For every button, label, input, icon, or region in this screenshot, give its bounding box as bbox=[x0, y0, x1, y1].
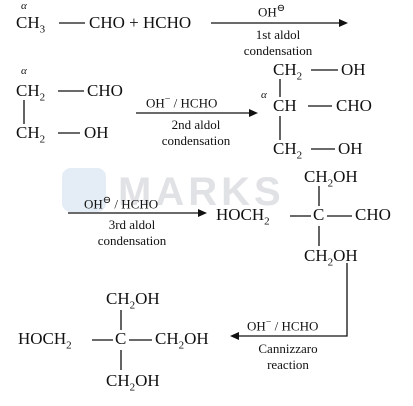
step3-top-oh: OH bbox=[333, 167, 358, 186]
step3-caption-line1: 3rd aldol bbox=[108, 217, 156, 232]
step1-caption: 1st aldol condensation bbox=[226, 27, 330, 59]
step4-center-c: C bbox=[115, 329, 127, 348]
step2-product-mid-cho: CHO bbox=[336, 96, 372, 115]
step3-top-ch2oh: CH2OH bbox=[304, 168, 358, 189]
step1-caption-line2: condensation bbox=[243, 43, 313, 58]
step3-left-sub: 2 bbox=[264, 215, 270, 228]
step3-bottom-ch: CH bbox=[304, 246, 328, 265]
watermark-text: MARKS bbox=[118, 170, 285, 214]
step3-top-sub: 2 bbox=[327, 177, 334, 190]
step2-bottom-ch: CH bbox=[16, 123, 40, 142]
step3-bottom-oh: OH bbox=[333, 246, 358, 265]
step1-caption-line1: 1st aldol bbox=[255, 27, 301, 42]
step2-caption: 2nd aldol condensation bbox=[144, 117, 248, 149]
step3-reagent-oh: OH bbox=[84, 196, 103, 212]
step3-top-ch: CH bbox=[304, 167, 328, 186]
step2-alpha-label: α bbox=[21, 65, 27, 77]
step1-ch3: CH3 bbox=[16, 14, 45, 35]
step2-product-bottom-ch2: CH2 bbox=[273, 140, 302, 161]
step2-bottom-oh: OH bbox=[84, 123, 109, 142]
step4-reagent: OH− / HCHO bbox=[247, 317, 319, 334]
step2-bottom-sub: 2 bbox=[39, 133, 46, 146]
step4-caption-line1: Cannizzaro bbox=[258, 341, 318, 356]
step2-arrowhead bbox=[249, 109, 258, 117]
step4-top-oh: OH bbox=[135, 289, 160, 308]
step2-product-top-sub: 2 bbox=[296, 70, 303, 83]
step2-reagent-oh: OH bbox=[146, 95, 165, 111]
step3-center-c: C bbox=[313, 205, 325, 224]
step2-product-mid-ch: CH bbox=[273, 96, 297, 115]
step2-product-bottom-ch: CH bbox=[273, 139, 297, 158]
step1-reagent-oh: OH bbox=[258, 4, 277, 20]
step2-caption-line2: condensation bbox=[161, 133, 231, 148]
step2-top-ch2: CH2 bbox=[16, 82, 45, 103]
step2-reagent-charge: − bbox=[164, 94, 171, 105]
step1-reagent: OH⊖ bbox=[258, 3, 286, 20]
step1-alpha-label: α bbox=[21, 0, 27, 12]
step1-arrowhead bbox=[339, 19, 348, 27]
step4-left-sub: 2 bbox=[66, 339, 72, 352]
step3-reagent: OH⊖ / HCHO bbox=[84, 195, 159, 212]
step4-bottom-ch2oh: CH2OH bbox=[106, 372, 160, 393]
step1-ch3-ch: CH bbox=[16, 13, 40, 32]
step4-bottom-oh: OH bbox=[135, 371, 160, 390]
step2-reagent: OH− / HCHO bbox=[146, 94, 218, 111]
step2-product-alpha: α bbox=[261, 89, 267, 101]
step4-top-ch: CH bbox=[106, 289, 130, 308]
step3-caption-line2: condensation bbox=[97, 233, 167, 248]
step2-top-ch: CH bbox=[16, 81, 40, 100]
step4-right-ch2oh: CH2OH bbox=[155, 330, 209, 351]
step3-left-hoch2: HOCH2 bbox=[216, 206, 270, 227]
step4-right-sub: 2 bbox=[178, 339, 185, 352]
step4-caption: Cannizzaro reaction bbox=[236, 341, 340, 373]
step3-caption: 3rd aldol condensation bbox=[80, 217, 184, 249]
step2-product-top-ch2: CH2 bbox=[273, 61, 302, 82]
step4-left-hoch: HOCH bbox=[18, 329, 67, 348]
step2-reagent-rest: / HCHO bbox=[173, 95, 218, 111]
step4-bottom-sub: 2 bbox=[129, 381, 136, 394]
step2-top-sub: 2 bbox=[39, 91, 46, 104]
step3-bottom-ch2oh: CH2OH bbox=[304, 247, 358, 268]
step2-product-top-oh: OH bbox=[341, 60, 366, 79]
step3-left-hoch: HOCH bbox=[216, 205, 265, 224]
step3-bottom-sub: 2 bbox=[327, 256, 334, 269]
step3-arrowhead bbox=[198, 209, 207, 217]
step4-left-hoch2: HOCH2 bbox=[18, 330, 72, 351]
step4-top-ch2oh: CH2OH bbox=[106, 290, 160, 311]
step4-arrow-line bbox=[236, 263, 348, 337]
step1-reagent-charge: ⊖ bbox=[276, 3, 286, 14]
step4-caption-line2: reaction bbox=[267, 357, 309, 372]
step4-bottom-ch: CH bbox=[106, 371, 130, 390]
step4-top-sub: 2 bbox=[129, 299, 136, 312]
step4-right-ch: CH bbox=[155, 329, 179, 348]
step2-product-bottom-oh: OH bbox=[338, 139, 363, 158]
step3-reagent-rest: / HCHO bbox=[114, 196, 159, 212]
step1-reactants-rest: CHO + HCHO bbox=[89, 13, 192, 32]
watermark-icon-shape bbox=[62, 168, 106, 212]
step2-top-cho: CHO bbox=[87, 81, 123, 100]
step3-reagent-charge: ⊖ bbox=[102, 195, 112, 206]
step4-arrowhead bbox=[230, 332, 239, 340]
step4-right-oh: OH bbox=[184, 329, 209, 348]
step2-bottom-ch2: CH2 bbox=[16, 124, 45, 145]
step4-reagent-charge: − bbox=[265, 317, 272, 328]
step2-product-top-ch: CH bbox=[273, 60, 297, 79]
step2-product-bottom-sub: 2 bbox=[296, 149, 303, 162]
step1-ch3-sub: 3 bbox=[39, 23, 46, 36]
step3-right-cho: CHO bbox=[355, 205, 391, 224]
step4-reagent-oh: OH bbox=[247, 318, 266, 334]
step4-reagent-rest: / HCHO bbox=[274, 318, 319, 334]
step2-caption-line1: 2nd aldol bbox=[171, 117, 221, 132]
